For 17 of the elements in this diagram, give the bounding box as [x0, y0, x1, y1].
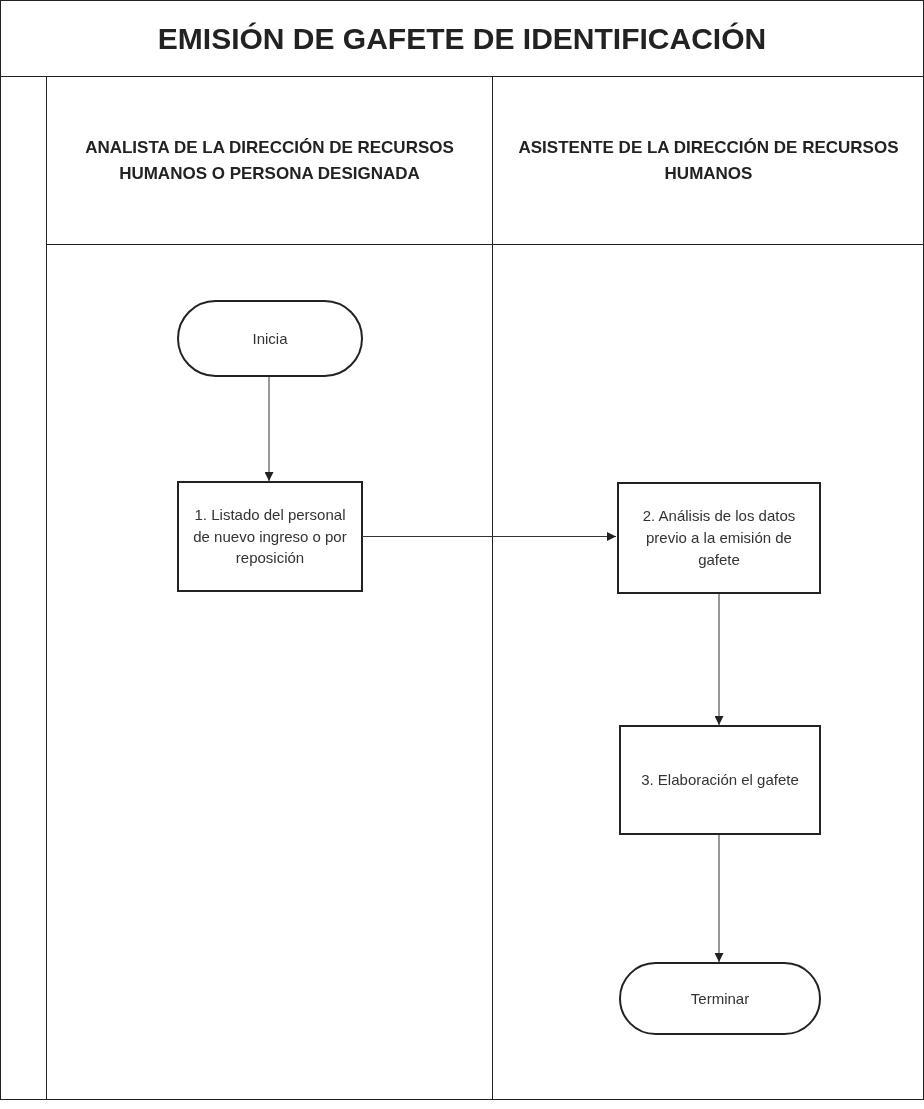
lane-header: ASISTENTE DE LA DIRECCIÓN DE RECURSOS HUMANOS: [517, 137, 900, 185]
process-box: [619, 725, 821, 835]
lane-header: ANALISTA DE LA DIRECCIÓN DE RECURSOS HUMANOS O PERSONA DESIGNADA: [84, 137, 455, 185]
swimlane: [492, 77, 924, 1100]
step-text: Inicia: [252, 328, 288, 349]
step-text: 2. Análisis de los datos previo a la emisión de gafete: [641, 506, 797, 570]
arrow: [714, 834, 724, 963]
process-box: [617, 482, 821, 594]
arrow: [264, 376, 274, 482]
title: EMISIÓN DE GAFETE DE IDENTIFICACIÓN: [157, 20, 767, 57]
arrow: [714, 593, 724, 726]
swimlane: [46, 77, 492, 1100]
process-box: [177, 481, 363, 592]
step-text: Terminar: [690, 988, 750, 1009]
step-text: 1. Listado del personal de nuevo ingreso o por reposición: [192, 504, 348, 569]
step-text: 3. Elaboración el gafete: [641, 770, 799, 791]
arrow: [361, 532, 617, 541]
